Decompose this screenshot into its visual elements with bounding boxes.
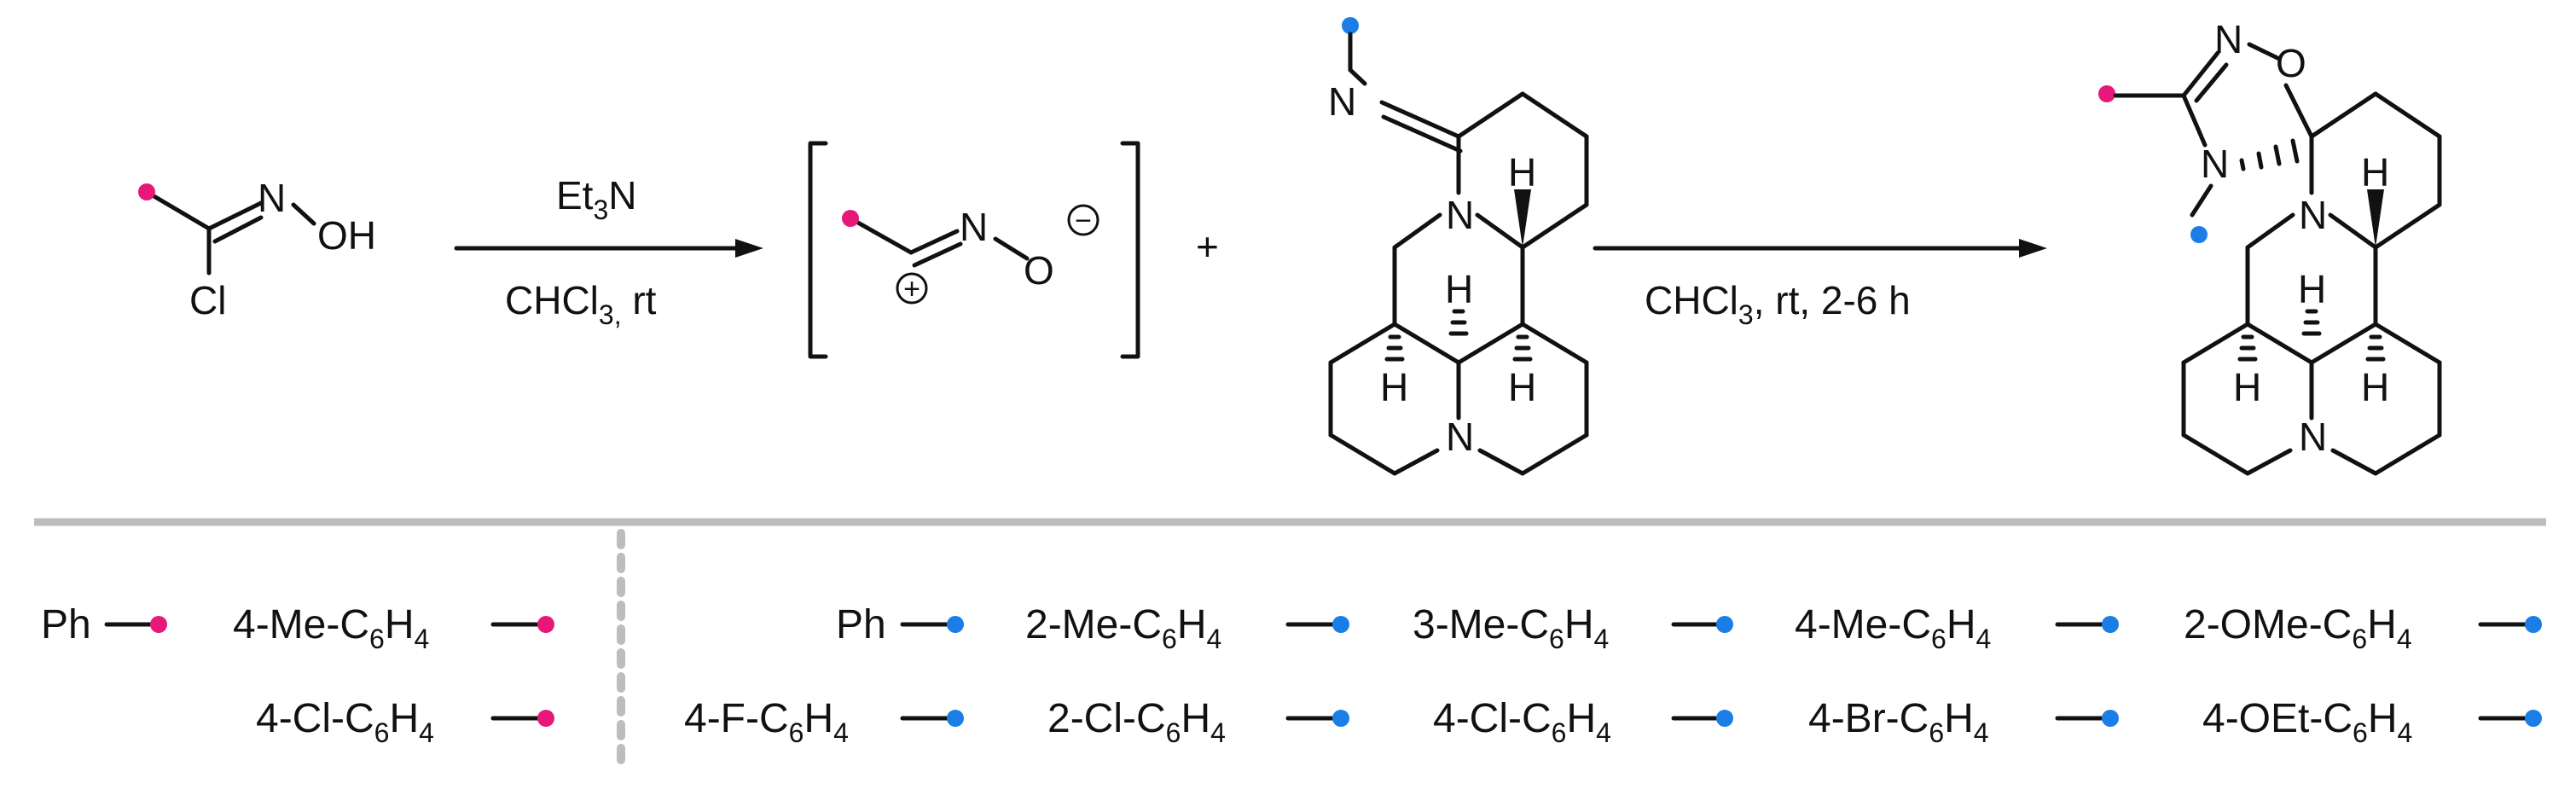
conditions-2: CHCl3, rt, 2-6 h bbox=[1645, 278, 1911, 330]
blue-dot-icon bbox=[1332, 710, 1349, 727]
svg-text:3-Me-C6H4: 3-Me-C6H4 bbox=[1413, 602, 1609, 654]
blue-dot-icon bbox=[1716, 710, 1733, 727]
minus-charge-icon bbox=[1067, 204, 1099, 236]
pink-substituent-dot bbox=[138, 183, 155, 200]
hashed-bond bbox=[1384, 309, 1533, 362]
plus-charge-sign: + bbox=[903, 273, 920, 305]
blue-dot-icon bbox=[947, 710, 964, 727]
svg-text:4-F-C6H4: 4-F-C6H4 bbox=[684, 696, 849, 748]
plus-charge-icon bbox=[896, 272, 928, 305]
atom-n: N bbox=[2299, 193, 2327, 237]
atom-h: H bbox=[1445, 267, 1473, 311]
reaction-arrow-2: CHCl3, rt, 2-6 h bbox=[1593, 239, 2047, 330]
legend-item: 4-F-C6H4 bbox=[684, 696, 964, 748]
atom-n: N bbox=[2214, 17, 2242, 61]
blue-dot-icon bbox=[2525, 616, 2542, 633]
legend-item: 4-Me-C6H4 bbox=[1795, 602, 2119, 654]
atom-h: H bbox=[1508, 365, 1536, 409]
svg-text:4-Br-C6H4: 4-Br-C6H4 bbox=[1808, 696, 1989, 748]
atom-n: N bbox=[2299, 415, 2327, 459]
pink-substituent-legend: Ph 4-Me-C6H4 4-Cl-C6H4 bbox=[41, 602, 554, 748]
nitrile-oxide-intermediate: N O + − bbox=[808, 141, 1140, 359]
atom-h: H bbox=[2298, 267, 2326, 311]
legend-item: 4-Cl-C6H4 bbox=[256, 696, 554, 748]
hashed-bond bbox=[2237, 309, 2386, 362]
legend-item: Ph bbox=[41, 602, 167, 647]
blue-substituent-dot bbox=[2190, 226, 2208, 243]
atom-o: O bbox=[1024, 248, 1054, 293]
reagent-bottom: CHCl3, rt bbox=[505, 278, 657, 330]
atom-h: H bbox=[2361, 150, 2389, 194]
wedge-bond bbox=[1514, 189, 1531, 247]
pink-dot-icon bbox=[150, 616, 167, 633]
atom-n: N bbox=[960, 205, 988, 249]
legend-item: Ph bbox=[836, 602, 964, 647]
svg-text:2-Me-C6H4: 2-Me-C6H4 bbox=[1025, 602, 1221, 654]
svg-text:4-Me-C6H4: 4-Me-C6H4 bbox=[1795, 602, 1991, 654]
atom-n: N bbox=[258, 176, 286, 220]
svg-text:4-OEt-C6H4: 4-OEt-C6H4 bbox=[2202, 696, 2412, 748]
reaction-arrow-1: Et3N CHCl3, rt bbox=[454, 173, 763, 330]
reagent-top: Et3N bbox=[556, 173, 637, 225]
legend-item: 3-Me-C6H4 bbox=[1413, 602, 1733, 654]
svg-text:Ph: Ph bbox=[41, 602, 91, 647]
atom-n: N bbox=[1446, 193, 1474, 237]
blue-dot-icon bbox=[2102, 710, 2119, 727]
atom-h: H bbox=[2233, 365, 2261, 409]
atom-h: H bbox=[1508, 150, 1536, 194]
legend-item: 2-Me-C6H4 bbox=[1025, 602, 1349, 654]
svg-text:4-Cl-C6H4: 4-Cl-C6H4 bbox=[1433, 696, 1611, 748]
atom-n: N bbox=[1328, 79, 1356, 124]
atom-cl: Cl bbox=[189, 278, 226, 322]
atom-oh: OH bbox=[317, 213, 376, 258]
blue-dot-icon bbox=[1716, 616, 1733, 633]
pink-dot-icon bbox=[537, 616, 554, 633]
legend-item: 2-Cl-C6H4 bbox=[1047, 696, 1349, 748]
atom-h: H bbox=[1380, 365, 1408, 409]
legend-item: 4-Cl-C6H4 bbox=[1433, 696, 1733, 748]
legend-item: 2-OMe-C6H4 bbox=[2184, 602, 2542, 654]
atom-o: O bbox=[2276, 41, 2306, 85]
atom-n: N bbox=[2201, 142, 2229, 186]
svg-text:Ph: Ph bbox=[836, 602, 886, 647]
pink-dot-icon bbox=[537, 710, 554, 727]
svg-text:4-Me-C6H4: 4-Me-C6H4 bbox=[233, 602, 429, 654]
blue-dot-icon bbox=[2525, 710, 2542, 727]
atom-h: H bbox=[2361, 365, 2389, 409]
sophoridine-imine: N N H N bbox=[1328, 17, 1589, 476]
pink-substituent-dot bbox=[2098, 85, 2115, 102]
blue-dot-icon bbox=[947, 616, 964, 633]
legend-item: 4-OEt-C6H4 bbox=[2202, 696, 2542, 748]
svg-text:2-Cl-C6H4: 2-Cl-C6H4 bbox=[1047, 696, 1226, 748]
atom-n: N bbox=[1446, 415, 1474, 459]
minus-charge-sign: − bbox=[1075, 205, 1092, 237]
hashed-bond bbox=[2239, 138, 2300, 171]
blue-dot-icon bbox=[2102, 616, 2119, 633]
wedge-bond bbox=[2367, 189, 2384, 247]
hydroximoyl-chloride: N OH Cl bbox=[138, 176, 376, 322]
spiro-oxadiazoline-product: N O N N H N bbox=[2098, 17, 2442, 476]
legend-item: 4-Me-C6H4 bbox=[233, 602, 554, 654]
blue-dot-icon bbox=[1332, 616, 1349, 633]
pink-substituent-dot bbox=[842, 210, 859, 227]
plus-sign: + bbox=[1196, 224, 1219, 269]
blue-substituent-legend: Ph 2-Me-C6H4 3-Me-C6H4 4-Me-C6H4 2-OMe-C… bbox=[684, 602, 2542, 748]
legend-item: 4-Br-C6H4 bbox=[1808, 696, 2119, 748]
blue-substituent-dot bbox=[1342, 17, 1359, 34]
svg-text:4-Cl-C6H4: 4-Cl-C6H4 bbox=[256, 696, 434, 748]
svg-text:2-OMe-C6H4: 2-OMe-C6H4 bbox=[2184, 602, 2412, 654]
